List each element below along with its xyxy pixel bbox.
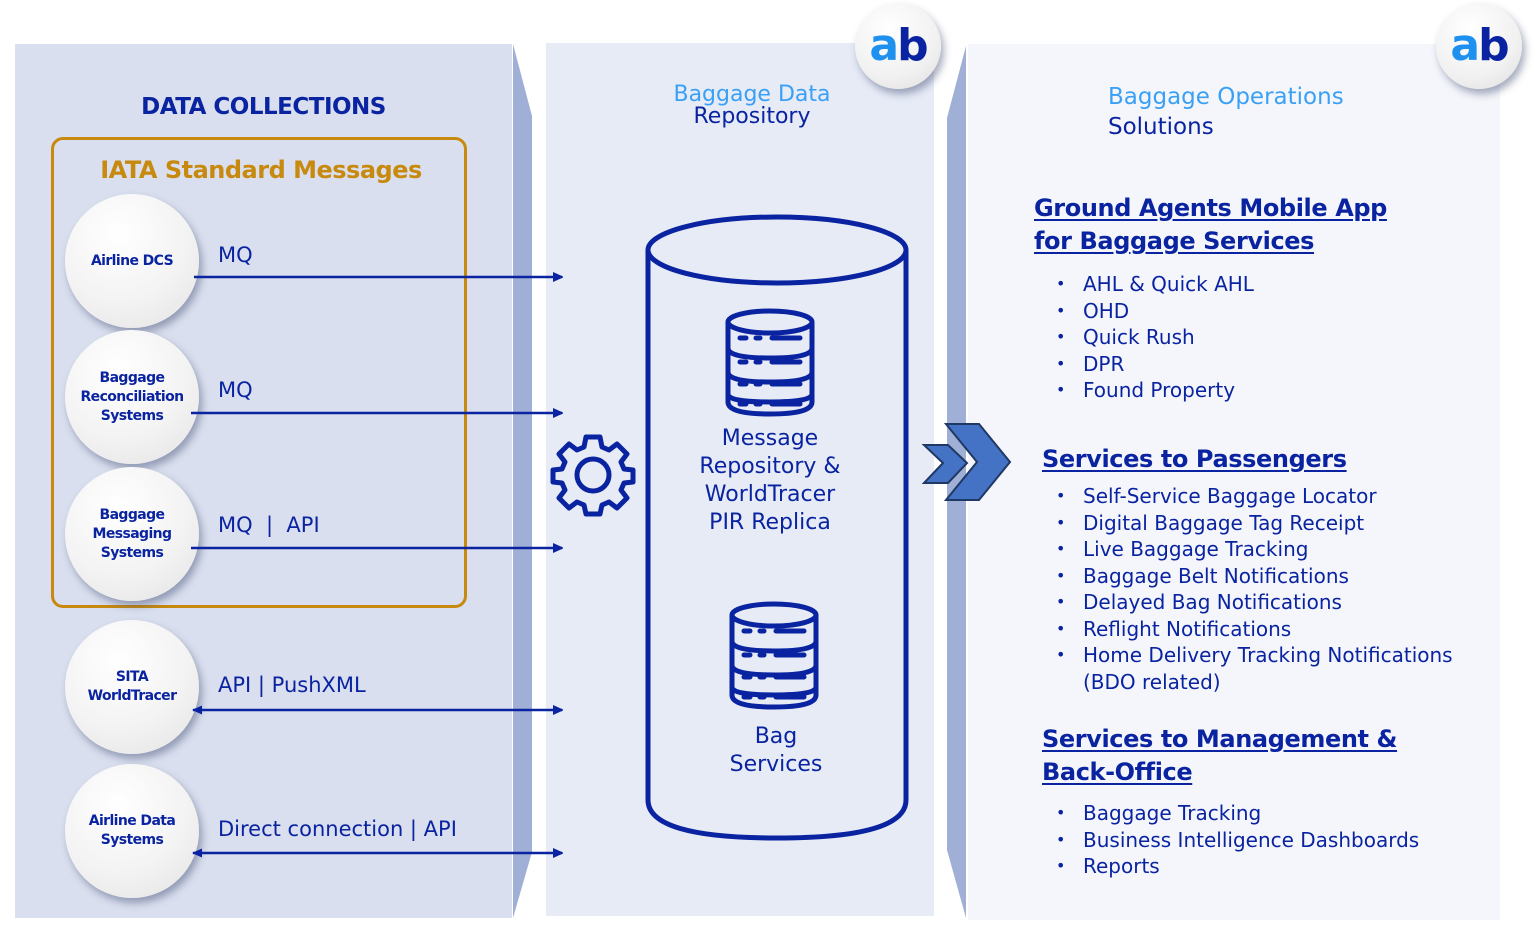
protocol-label-reconciliation: MQ — [218, 378, 253, 402]
section-heading-passengers[interactable]: Services to Passengers — [1042, 445, 1347, 473]
list-item: Baggage Belt Notifications — [1056, 563, 1453, 590]
list-item: Delayed Bag Notifications — [1056, 589, 1453, 616]
list-item: OHD — [1056, 298, 1254, 325]
data-collections-title: DATA COLLECTIONS — [141, 94, 386, 120]
source-baggage-messaging-systems[interactable]: Baggage Messaging Systems — [65, 467, 199, 601]
iata-standard-messages-group — [51, 137, 467, 608]
list-item: Found Property — [1056, 377, 1254, 404]
operations-title-line2: Solutions — [1108, 114, 1214, 140]
repository-title-line2: Repository — [693, 104, 811, 129]
list-item: Business Intelligence Dashboards — [1056, 827, 1419, 854]
list-item: Live Baggage Tracking — [1056, 536, 1453, 563]
protocol-label-airline-data: Direct connection | API — [218, 817, 457, 841]
list-item: AHL & Quick AHL — [1056, 271, 1254, 298]
message-repository-label: Message Repository & WorldTracer PIR Rep… — [699, 426, 841, 535]
iata-group-title: IATA Standard Messages — [100, 156, 422, 184]
management-services-list: Baggage Tracking Business Intelligence D… — [1056, 800, 1419, 880]
list-item: Reports — [1056, 853, 1419, 880]
repository-title: Baggage Data Repository — [546, 84, 958, 128]
protocol-label-messaging: MQ | API — [218, 513, 320, 537]
list-item: Baggage Tracking — [1056, 800, 1419, 827]
list-item: Home Delivery Tracking Notifications (BD… — [1056, 642, 1453, 695]
solutions-panel — [968, 44, 1500, 920]
list-item: Digital Baggage Tag Receipt — [1056, 510, 1453, 537]
ground-agents-list: AHL & Quick AHL OHD Quick Rush DPR Found… — [1056, 271, 1254, 404]
divider-left — [513, 44, 532, 918]
source-airline-dcs[interactable]: Airline DCS — [65, 194, 199, 328]
list-item: DPR — [1056, 351, 1254, 378]
operations-title: Baggage Operations Solutions — [1108, 82, 1344, 142]
repository-title-line1: Baggage Data — [673, 82, 831, 107]
section-heading-ground-agents[interactable]: Ground Agents Mobile App for Baggage Ser… — [1034, 194, 1387, 255]
section-heading-management[interactable]: Services to Management & Back-Office — [1042, 725, 1398, 786]
source-airline-data-systems[interactable]: Airline Data Systems — [65, 764, 199, 898]
passenger-services-list: Self-Service Baggage Locator Digital Bag… — [1056, 483, 1453, 695]
source-baggage-reconciliation-systems[interactable]: Baggage Reconciliation Systems — [65, 330, 199, 464]
source-sita-worldtracer[interactable]: SITA WorldTracer — [65, 620, 199, 754]
operations-title-line1: Baggage Operations — [1108, 84, 1344, 110]
divider-right — [947, 46, 966, 918]
protocol-label-worldtracer: API | PushXML — [218, 673, 366, 697]
list-item: Quick Rush — [1056, 324, 1254, 351]
bag-services-label: Bag Services — [729, 724, 823, 777]
list-item: Reflight Notifications — [1056, 616, 1453, 643]
list-item: Self-Service Baggage Locator — [1056, 483, 1453, 510]
protocol-label-airline-dcs: MQ — [218, 243, 253, 267]
